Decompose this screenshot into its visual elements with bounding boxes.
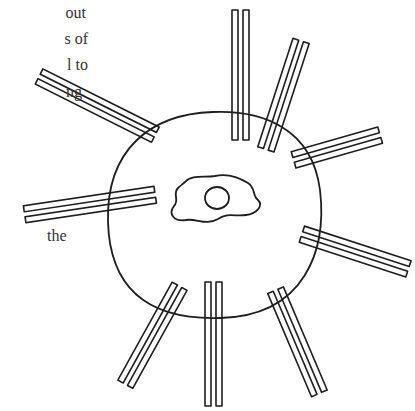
rod — [268, 287, 327, 397]
nucleus-outline — [172, 175, 260, 222]
cell-membrane — [108, 112, 321, 318]
text-fragment: ng — [66, 83, 82, 101]
rod — [118, 282, 187, 388]
text-fragment: l to — [67, 56, 88, 74]
rod — [205, 282, 222, 406]
rod — [258, 38, 309, 152]
text-fragment: out — [66, 4, 86, 22]
rod — [291, 127, 382, 168]
rod — [232, 10, 249, 140]
rod — [35, 69, 159, 142]
nucleolus — [205, 187, 229, 209]
rod — [23, 186, 156, 222]
rod — [299, 226, 411, 277]
text-fragment: s of — [64, 30, 88, 48]
text-fragment: the — [47, 227, 67, 245]
